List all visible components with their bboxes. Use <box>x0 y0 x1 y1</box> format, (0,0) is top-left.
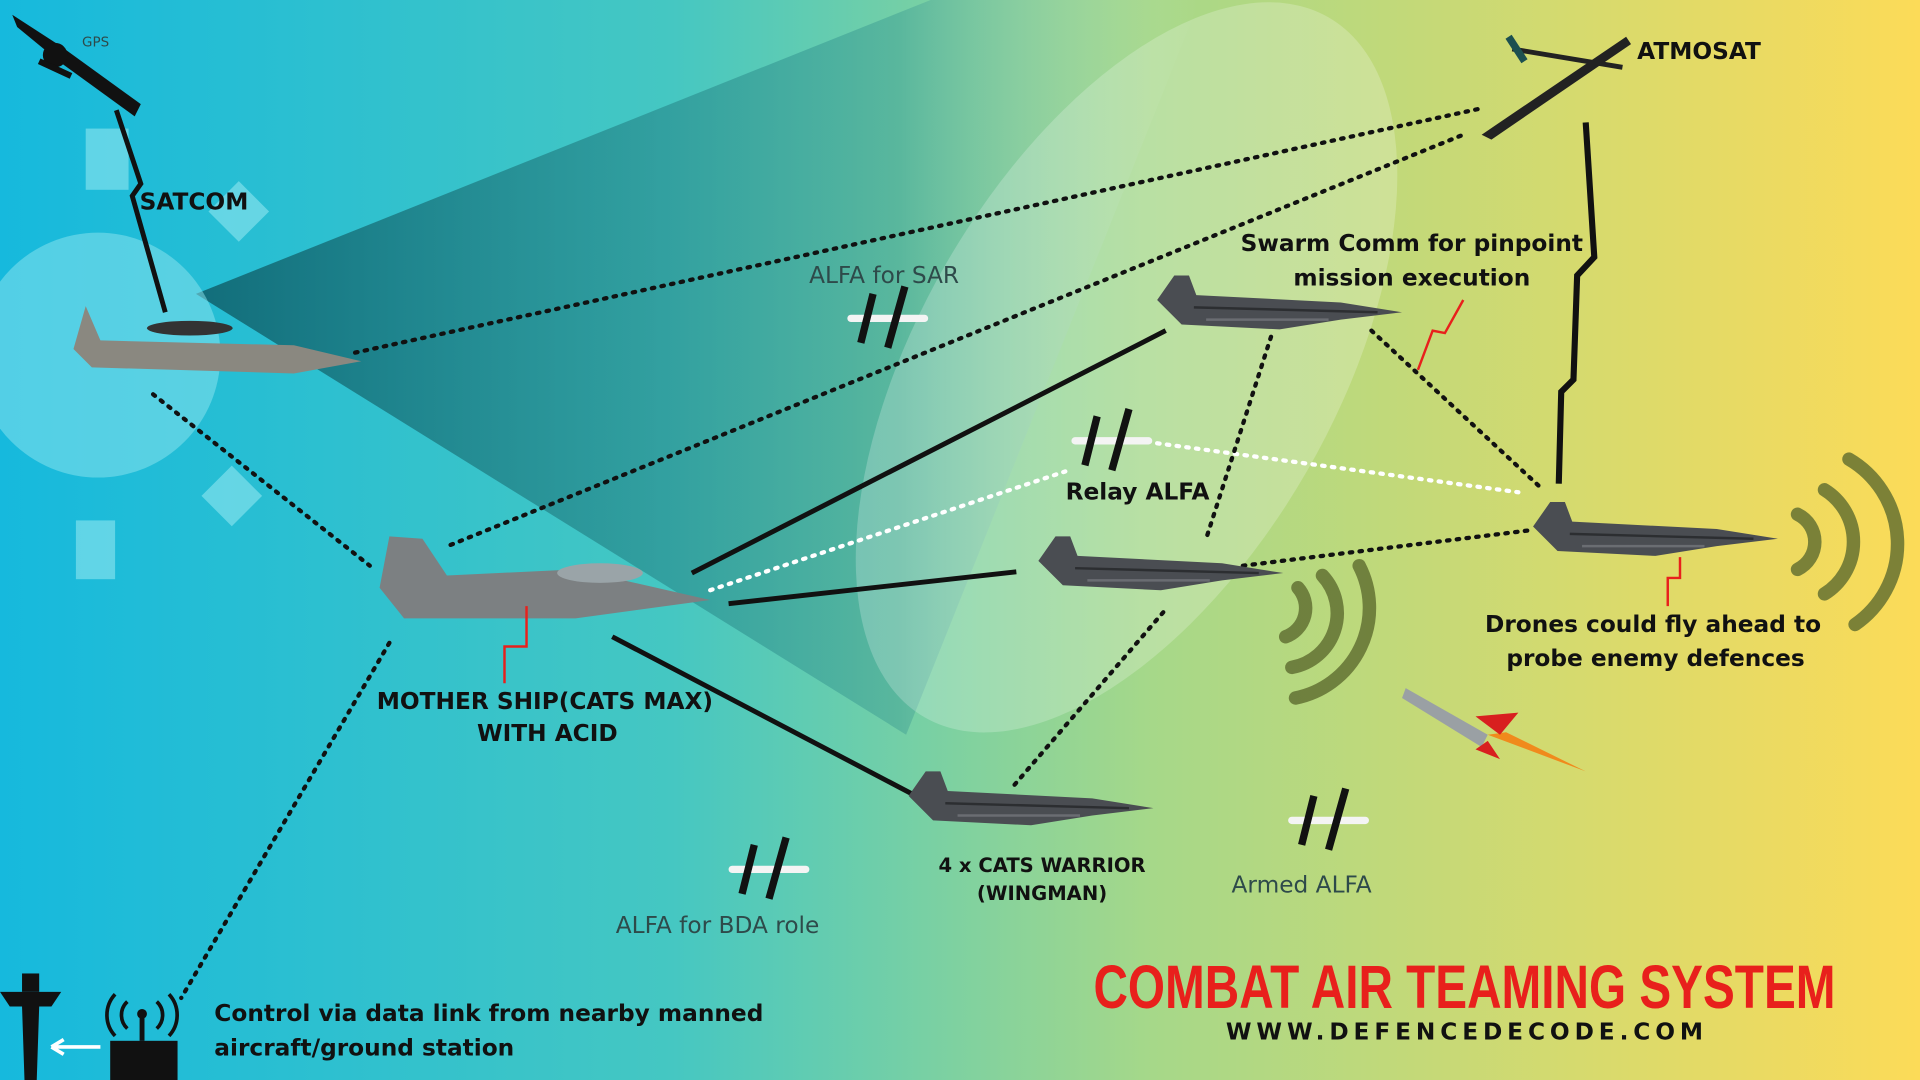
swarm-link <box>1203 334 1274 541</box>
mother-ship-jet-icon <box>379 536 711 619</box>
alfa-sar-label: ALFA for SAR <box>809 262 959 289</box>
link-mothership-ground <box>179 640 392 1001</box>
atmosat-label: ATMOSAT <box>1637 38 1761 65</box>
cats-warrior-label-2: (WINGMAN) <box>977 882 1107 905</box>
link-awacs-mothership <box>150 392 372 568</box>
antenna-icon <box>105 993 179 1080</box>
link-relay-drone <box>1155 441 1521 495</box>
link-cats-2 <box>728 569 1017 607</box>
link-mothership-atmosat <box>448 132 1466 548</box>
alfa-bda-label: ALFA for BDA role <box>616 912 820 939</box>
mother-ship-label-2: WITH ACID <box>477 720 618 747</box>
swarm-link <box>1008 610 1166 792</box>
decorative-diamond <box>208 181 270 242</box>
control-label-2: aircraft/ground station <box>214 1035 514 1062</box>
gps-satellite-icon <box>12 14 141 117</box>
satcom-label: SATCOM <box>140 188 249 215</box>
swarm-comm-label-1: Swarm Comm for pinpoint <box>1241 230 1583 257</box>
gps-label: GPS <box>82 36 109 51</box>
radar-cone <box>195 0 1201 735</box>
swarm-link <box>1369 328 1543 490</box>
link-relay-alfa <box>708 469 1068 593</box>
pointer-line <box>503 606 528 684</box>
decorative-diamond <box>201 465 263 527</box>
atmosat-uav-icon <box>1481 34 1632 140</box>
mother-ship-label-1: MOTHER SHIP(CATS MAX) <box>377 688 713 715</box>
arrow-left-icon <box>50 1038 101 1056</box>
control-label-1: Control via data link from nearby manned <box>214 1000 763 1027</box>
awacs-aircraft-icon <box>73 306 362 374</box>
link-cats-1 <box>690 328 1167 576</box>
link-cats-3 <box>611 634 918 799</box>
relay-alfa-label: Relay ALFA <box>1066 479 1210 506</box>
cats-warrior-label-1: 4 x CATS WARRIOR <box>938 854 1145 877</box>
armed-alfa-label: Armed ALFA <box>1232 872 1372 899</box>
missile-icon <box>1402 688 1586 772</box>
drones-ahead-label-1: Drones could fly ahead to <box>1485 611 1821 638</box>
swarm-link <box>1240 528 1533 568</box>
page-title: COMBAT AIR TEAMING SYSTEM <box>1093 953 1835 1021</box>
decorative-square <box>75 520 116 580</box>
pointer-line <box>1416 299 1465 371</box>
swarm-comm-label-2: mission execution <box>1293 264 1530 291</box>
link-awacs-atmosat <box>352 105 1487 355</box>
atmosat-lightning <box>1555 122 1598 484</box>
satcom-lightning <box>114 109 168 313</box>
control-tower-icon <box>0 973 62 1080</box>
signal-waves-icon <box>1278 452 1905 705</box>
drones-ahead-label-2: probe enemy defences <box>1506 645 1804 672</box>
website-url: WWW.DEFENCEDECODE.COM <box>1226 1019 1708 1046</box>
decorative-square <box>85 128 129 190</box>
light-band <box>855 2 1398 733</box>
pointer-line <box>1666 557 1682 607</box>
